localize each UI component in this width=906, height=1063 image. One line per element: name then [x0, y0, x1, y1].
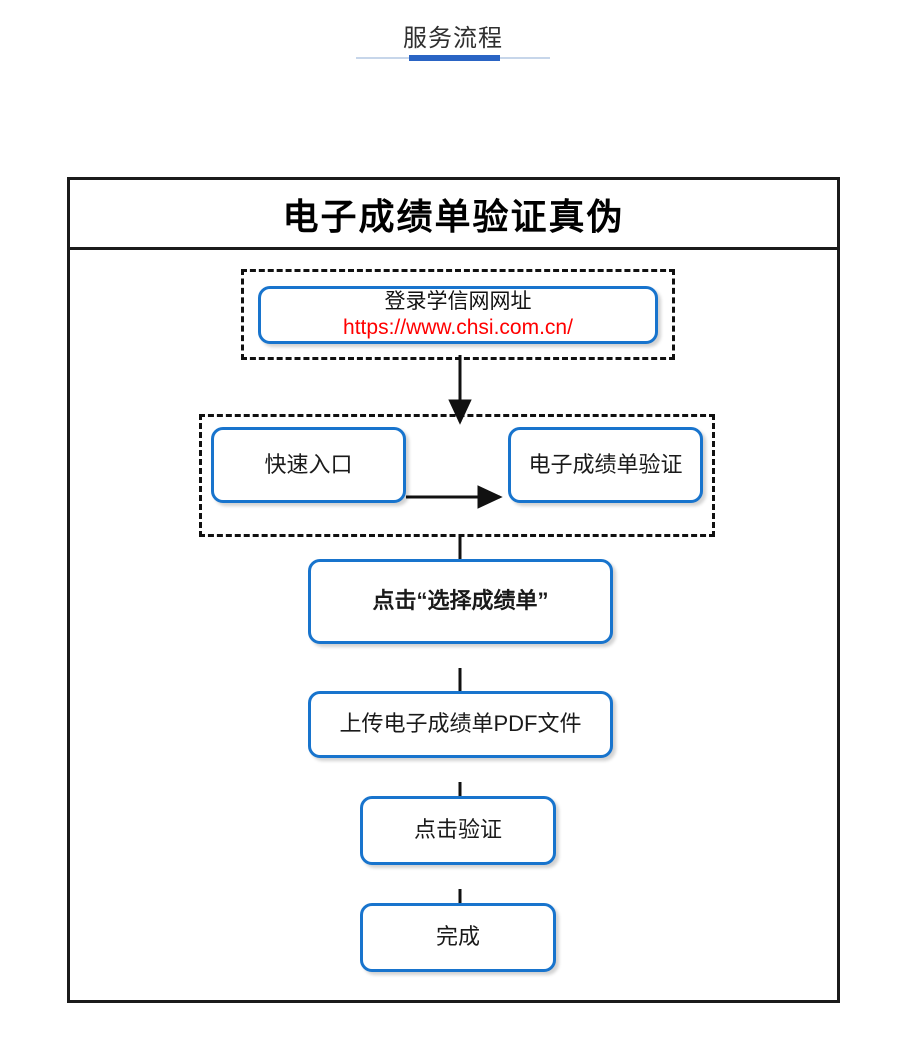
page-header: 服务流程: [0, 0, 906, 80]
node-transcript-verify[interactable]: 电子成绩单验证: [508, 427, 703, 503]
node-login-url: https://www.chsi.com.cn/: [343, 316, 573, 339]
node-click-verify-label: 点击验证: [413, 817, 502, 843]
node-quick-entry[interactable]: 快速入口: [211, 427, 406, 503]
node-quick-entry-label: 快速入口: [264, 451, 353, 477]
flowchart-title: 电子成绩单验证真伪: [282, 196, 625, 238]
node-finish-label: 完成: [435, 924, 480, 950]
entry-group-box: [199, 414, 715, 537]
node-select-transcript[interactable]: 点击“选择成绩单”: [308, 559, 613, 644]
node-upload-pdf[interactable]: 上传电子成绩单PDF文件: [308, 691, 613, 758]
flowchart-title-bar: 电子成绩单验证真伪: [70, 180, 837, 250]
login-group-box: [241, 269, 675, 360]
page-title: 服务流程: [403, 25, 503, 52]
node-upload-pdf-label: 上传电子成绩单PDF文件: [339, 711, 582, 737]
node-login[interactable]: 登录学信网网址 https://www.chsi.com.cn/: [258, 286, 658, 344]
node-finish[interactable]: 完成: [360, 903, 556, 972]
node-login-line1: 登录学信网网址: [384, 290, 532, 314]
node-click-verify[interactable]: 点击验证: [360, 796, 556, 865]
node-select-transcript-label: 点击“选择成绩单”: [372, 588, 549, 614]
node-transcript-verify-label: 电子成绩单验证: [528, 451, 683, 477]
flowchart-frame: 电子成绩单验证真伪 登录学信网网址: [67, 177, 840, 1003]
header-accent-bar: [409, 55, 500, 61]
flowchart-canvas: 登录学信网网址 https://www.chsi.com.cn/ 快速入口 电子…: [70, 250, 837, 1000]
